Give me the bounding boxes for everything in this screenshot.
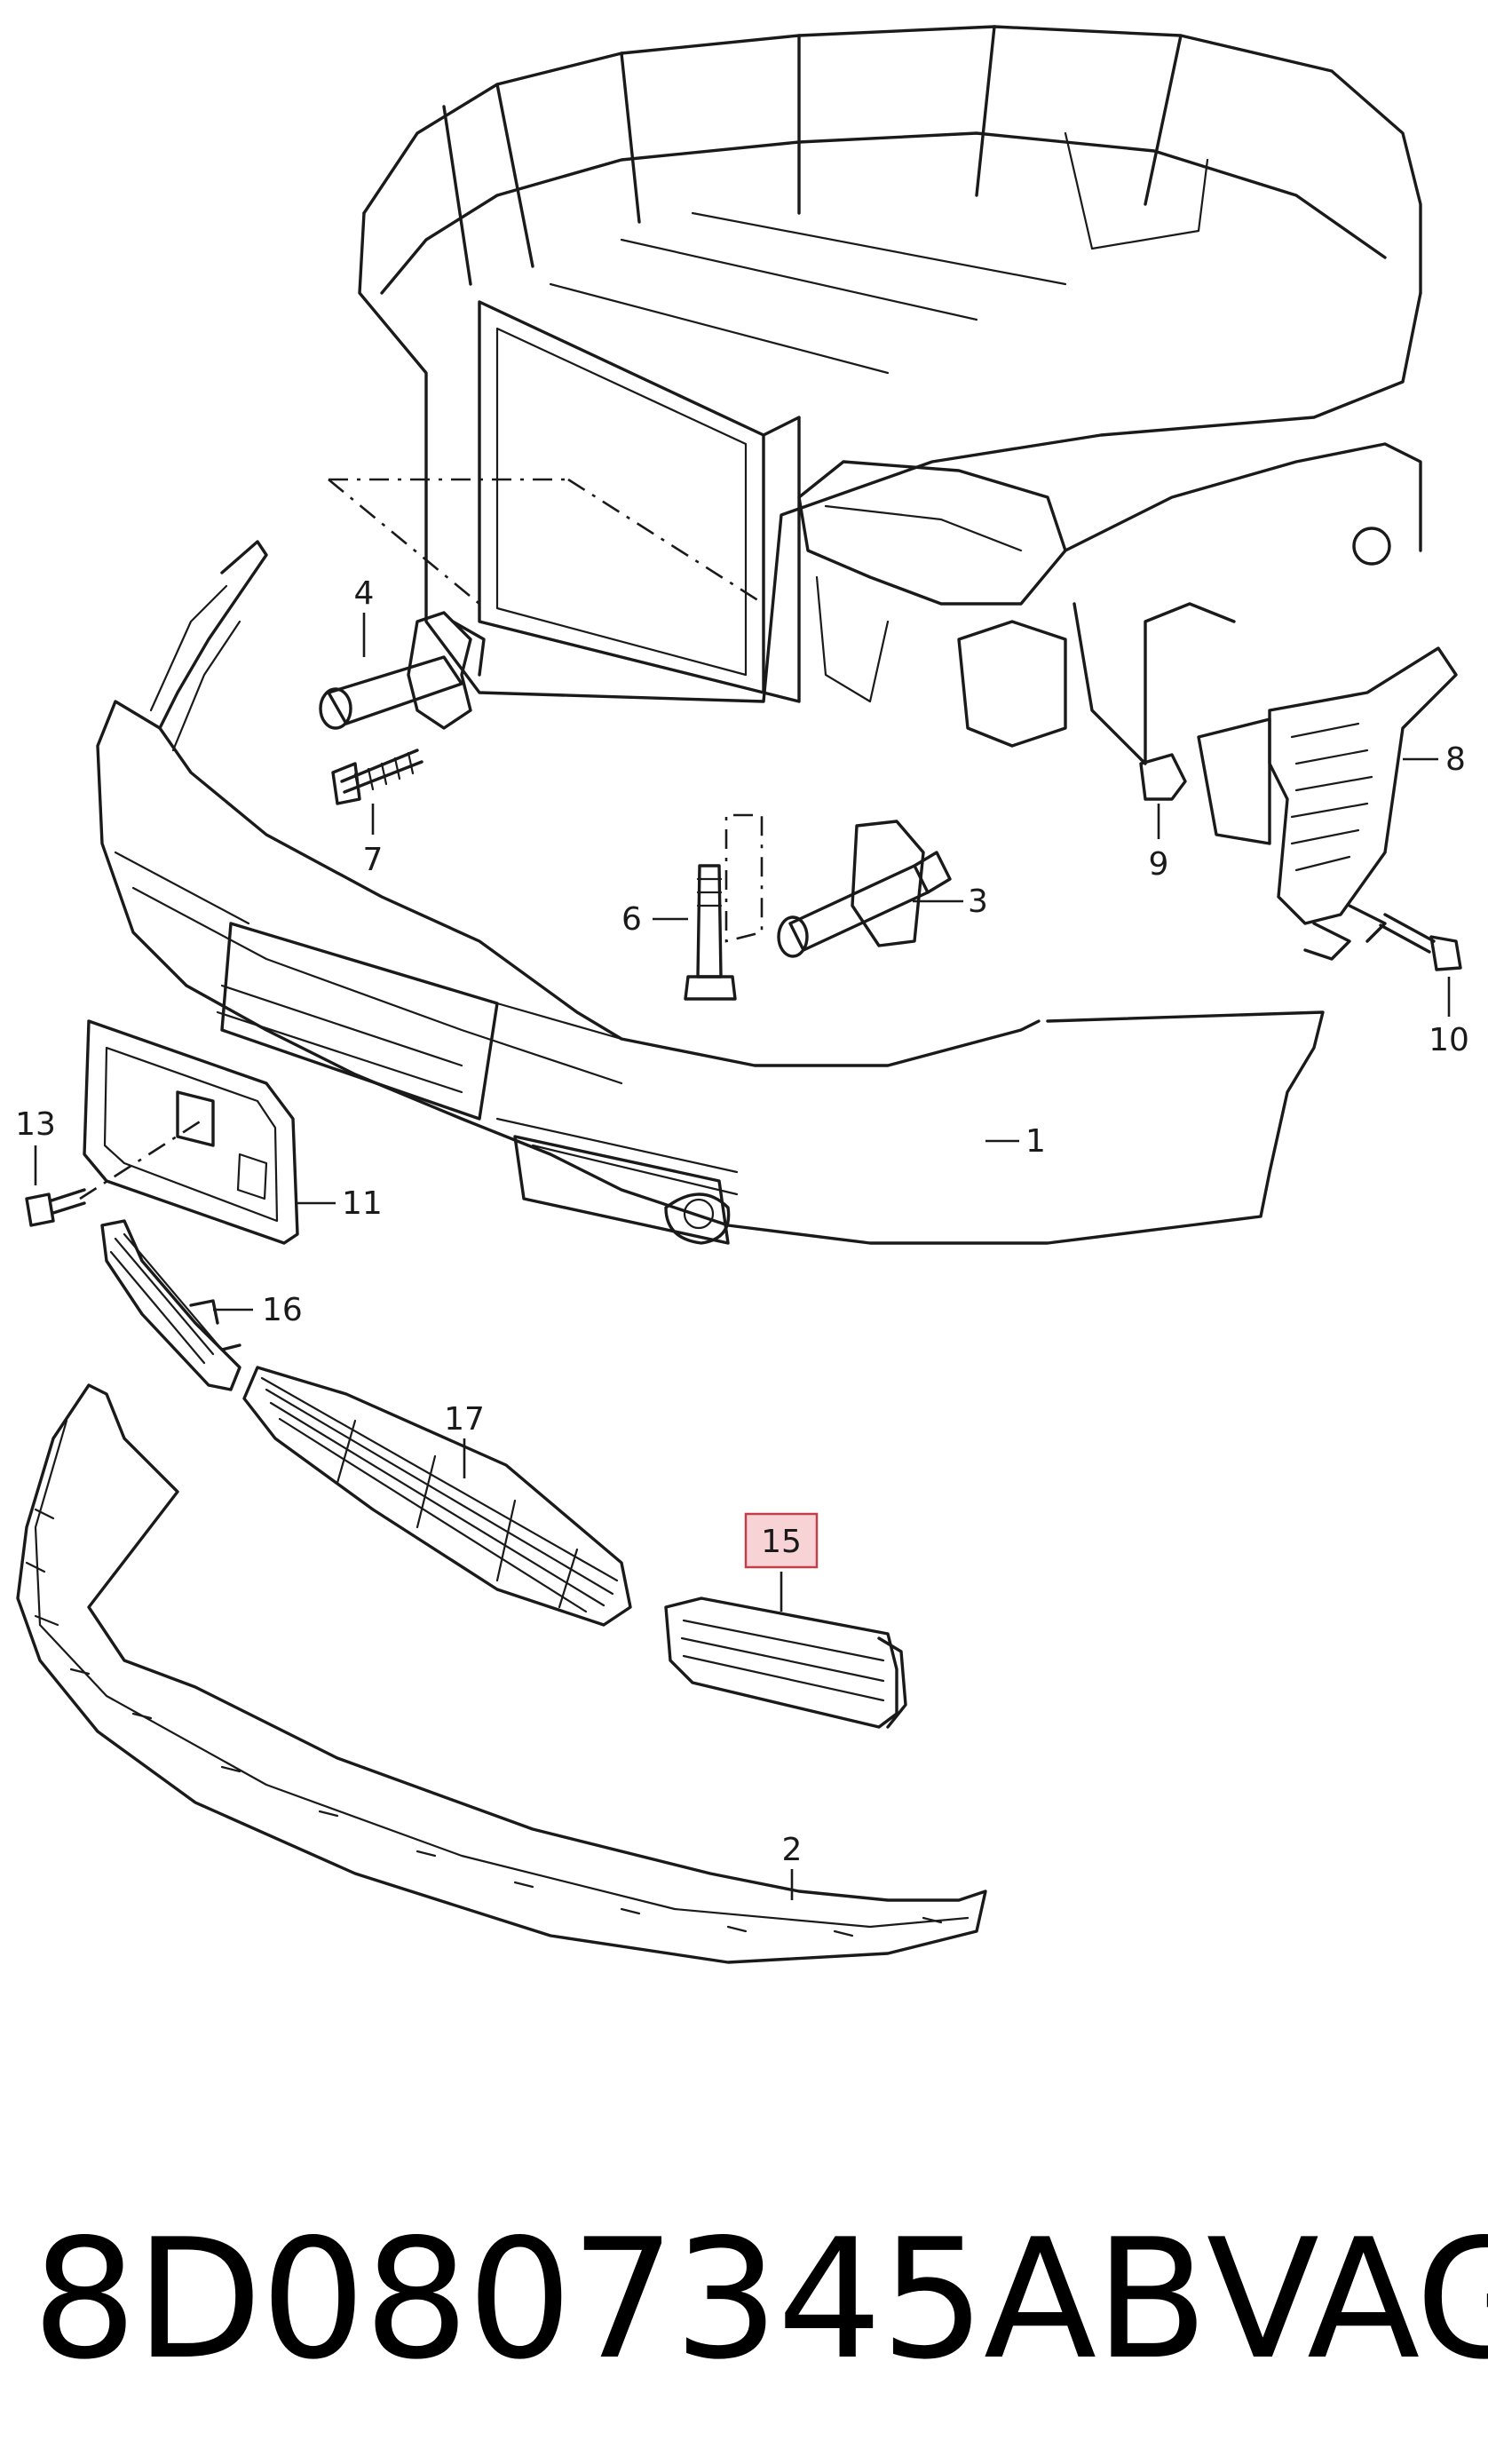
screw-part-7 [331, 749, 423, 805]
callout-10: 10 [1429, 1022, 1469, 1058]
brand-name: VAG [1206, 2203, 1488, 2396]
mounting-bracket-part-4 [319, 611, 486, 730]
callout-17: 17 [444, 1401, 485, 1438]
lower-spoiler-part-2 [16, 1383, 987, 1964]
alignment-line-plate [79, 1117, 205, 1200]
callout-8: 8 [1445, 741, 1466, 778]
side-grille-part-16 [100, 1219, 241, 1391]
callout-labels: 4 3 6 7 8 9 10 1 11 13 16 17 15 2 [15, 575, 1469, 1868]
alignment-line-mid [724, 808, 764, 943]
callout-11: 11 [342, 1185, 383, 1222]
front-bumper-part-1 [96, 540, 1325, 1245]
callout-4: 4 [354, 575, 375, 612]
callout-1: 1 [1025, 1123, 1046, 1160]
part-number: 8D0807345AB [32, 2203, 1208, 2396]
callout-13: 13 [15, 1106, 56, 1143]
car-body-illustration [358, 25, 1422, 765]
callout-2: 2 [782, 1832, 803, 1868]
side-bracket-part-8 [1197, 646, 1458, 961]
callout-15: 15 [761, 1524, 802, 1560]
callout-3: 3 [968, 883, 988, 920]
bolt-part-6 [684, 864, 737, 1001]
callout-16: 16 [262, 1292, 303, 1328]
callout-15-highlight [744, 1512, 819, 1569]
alignment-line-upper [328, 478, 764, 606]
grille-insert-part-15 [664, 1596, 907, 1729]
screw-part-13 [25, 1188, 86, 1227]
clip-part-9 [1139, 753, 1187, 801]
mounting-bracket-part-3 [777, 820, 952, 958]
screw-part-10 [1379, 913, 1462, 971]
part-number-footer: 8D0807345AB VAG [32, 2193, 1488, 2406]
centre-grille-part-17 [242, 1366, 632, 1627]
callout-6: 6 [621, 901, 642, 938]
plate-holder-part-11 [83, 1019, 299, 1245]
leader-lines [34, 613, 1451, 1900]
callout-9: 9 [1149, 846, 1169, 883]
callout-7: 7 [363, 842, 384, 878]
